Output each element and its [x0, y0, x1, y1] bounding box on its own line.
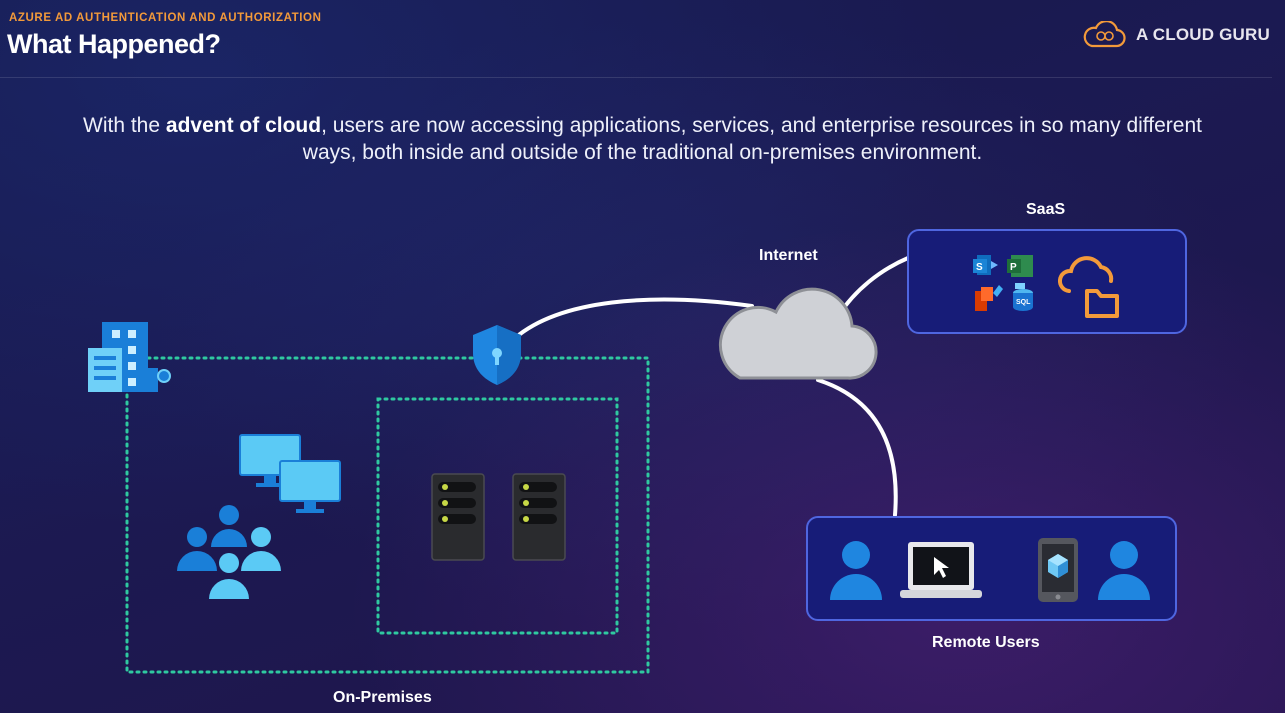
shield-lock-icon [473, 325, 521, 385]
intro-text-before: With the [83, 114, 166, 137]
svg-text:P: P [1010, 262, 1017, 273]
connector-internet-remote [816, 378, 898, 517]
slide-title: What Happened? [7, 29, 221, 59]
on-premises-label: On-Premises [333, 689, 432, 706]
header-divider [0, 77, 1272, 78]
brand-logo: A CLOUD GURU [1082, 21, 1270, 49]
office-apps-icon: S P SQL [973, 255, 1033, 311]
svg-text:SQL: SQL [1016, 299, 1031, 306]
tablet-icon [1038, 538, 1078, 602]
user-icon [830, 541, 882, 600]
monitors-icon [239, 434, 341, 513]
sharepoint-icon: S [973, 255, 998, 275]
intro-text-after: , users are now accessing applications, … [302, 114, 1202, 164]
user-icon [1098, 541, 1150, 600]
remote-users-label: Remote Users [932, 634, 1040, 651]
building-icon [88, 322, 171, 392]
office-icon [975, 285, 1003, 311]
internet-cloud-icon [718, 287, 878, 380]
remote-users-panel [806, 516, 1177, 621]
intro-paragraph: With the advent of cloud, users are now … [80, 112, 1205, 166]
laptop-icon [900, 542, 982, 598]
project-icon: P [1007, 255, 1033, 277]
saas-panel: S P SQL [907, 229, 1187, 334]
server-icon [431, 473, 485, 561]
brand-name: A CLOUD GURU [1136, 25, 1270, 44]
course-eyebrow: AZURE AD AUTHENTICATION AND AUTHORIZATIO… [9, 12, 322, 24]
cloud-folder-icon [1058, 256, 1119, 318]
server-icon [512, 473, 566, 561]
on-premises-boundary [125, 356, 650, 674]
users-group-icon [177, 505, 281, 599]
intro-emphasis: advent of cloud [165, 114, 322, 137]
internet-label: Internet [759, 247, 818, 264]
saas-label: SaaS [1026, 201, 1066, 218]
cloud-logo-icon [1083, 21, 1126, 48]
datacenter-boundary [376, 397, 619, 635]
connector-onprem-internet [513, 297, 754, 340]
sql-icon: SQL [1013, 283, 1033, 311]
svg-text:S: S [976, 262, 983, 273]
